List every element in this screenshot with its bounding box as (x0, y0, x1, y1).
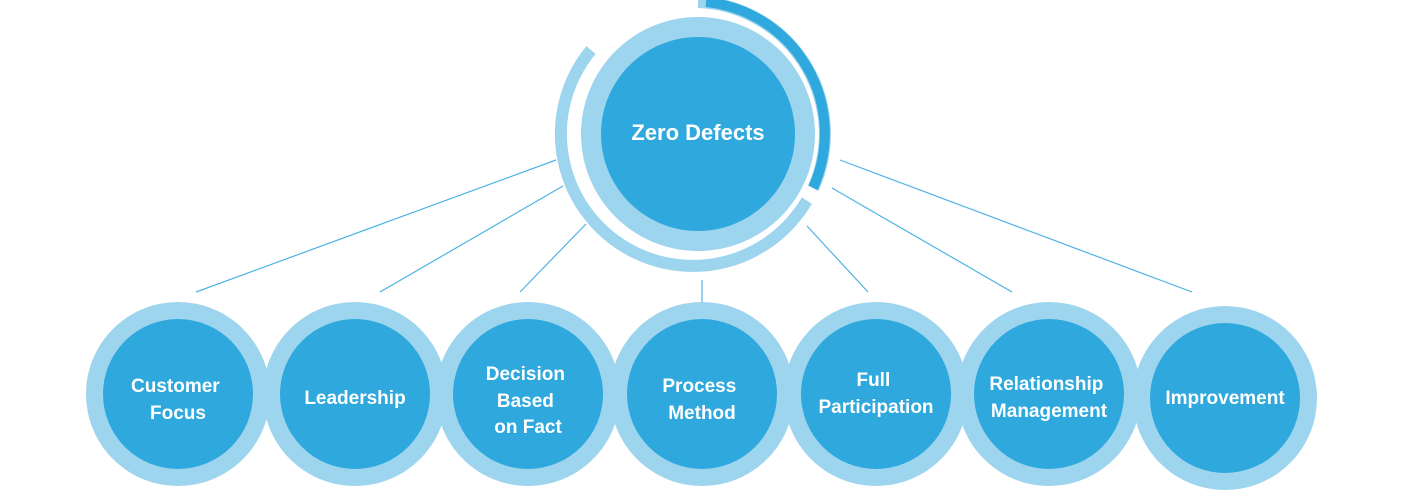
center-node-zero-defects: Zero Defects (554, 0, 831, 272)
principle-inner-disc (280, 319, 430, 469)
principle-inner-disc (801, 319, 951, 469)
principle-label-line: Decision (486, 364, 565, 385)
principle-inner-disc (1150, 323, 1300, 473)
principle-label-line: Full (856, 370, 890, 391)
center-label: Zero Defects (631, 120, 764, 145)
principle-label: Relationship Management (989, 374, 1108, 422)
center-accent-arc (705, 0, 830, 191)
connector-line (379, 185, 564, 293)
principle-node-relationship-management: Relationship Management (957, 302, 1141, 486)
principle-label-line: Improvement (1165, 388, 1285, 409)
principle-inner-disc (627, 319, 777, 469)
connector-line (195, 159, 557, 293)
principle-inner-disc (974, 319, 1124, 469)
center-ring-gap (800, 184, 820, 204)
principle-nodes: Customer Focus Leadership Decision Based… (86, 302, 1317, 490)
principle-node-decision-based-on-fact: Decision Based on Fact (436, 302, 620, 486)
principle-node-leadership: Leadership (263, 302, 447, 486)
connector-line (519, 223, 587, 293)
principle-label-line: on Fact (494, 417, 562, 438)
principle-label-line: Leadership (304, 388, 405, 409)
principle-label: Decision Based on Fact (486, 364, 570, 438)
principle-node-improvement: Improvement (1133, 306, 1317, 490)
center-inner-disc (601, 37, 795, 231)
connector-line (831, 187, 1013, 293)
connector-line (806, 225, 869, 293)
principle-label-line: Customer (131, 376, 220, 397)
principle-label: Improvement (1165, 388, 1285, 409)
principle-node-process-method: Process Method (610, 302, 794, 486)
principle-label-line: Based (497, 391, 554, 412)
principle-inner-disc (453, 319, 603, 469)
principle-label: Full Participation (818, 370, 933, 418)
principle-label: Leadership (304, 388, 405, 409)
connector-line (839, 159, 1193, 293)
principle-node-full-participation: Full Participation (784, 302, 968, 486)
principle-label-line: Focus (150, 403, 206, 424)
principle-label-line: Management (991, 401, 1108, 422)
principle-label: Customer Focus (131, 376, 225, 424)
principle-label-line: Method (668, 403, 736, 424)
principle-label: Process Method (662, 376, 741, 424)
principle-label-line: Relationship (989, 374, 1103, 395)
connector-lines (195, 159, 1193, 306)
principle-label-line: Participation (818, 397, 933, 418)
principle-inner-disc (103, 319, 253, 469)
principle-label-line: Process (662, 376, 736, 397)
principle-node-customer-focus: Customer Focus (86, 302, 270, 486)
